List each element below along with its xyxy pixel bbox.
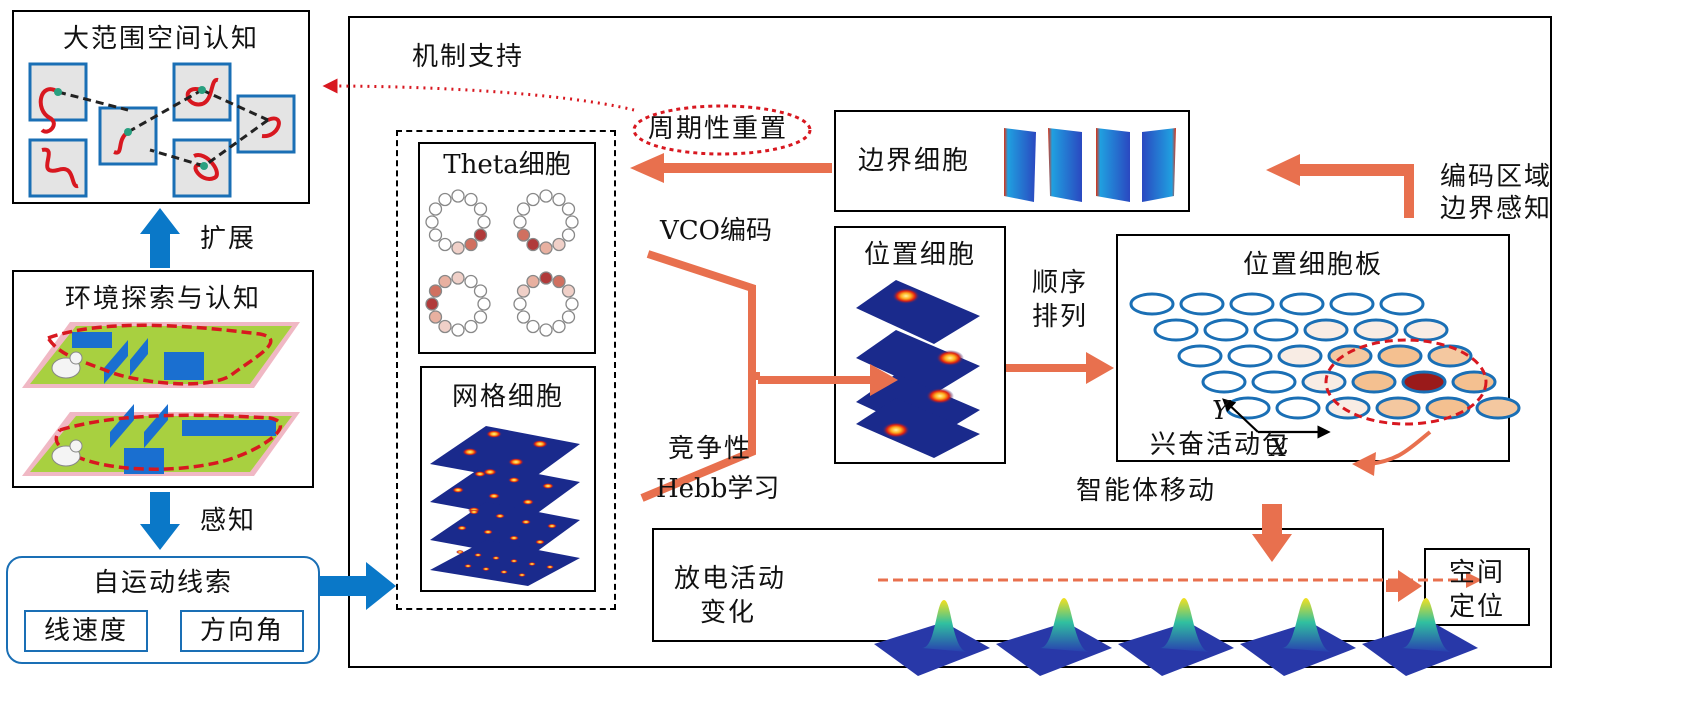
mechanism-label: 机制支持 — [412, 42, 525, 72]
place-cell-sheet-title: 位置细胞板 — [1242, 250, 1383, 280]
self-motion-title: 自运动线索 — [92, 568, 233, 598]
direction-angle-label: 方向角 — [199, 616, 284, 646]
theta-cell-title: Theta细胞 — [443, 150, 571, 180]
to-localization-arrow — [1386, 570, 1422, 602]
theta-rings — [425, 189, 579, 337]
place-cell-layers — [856, 280, 980, 458]
order-label-2: 排列 — [1032, 302, 1089, 332]
main-frame — [348, 16, 1552, 668]
perceive-label: 感知 — [200, 506, 257, 536]
firing-peaks — [874, 598, 1478, 676]
firing-label-2: 变化 — [700, 598, 757, 628]
bump-label: 兴奋活动包 — [1150, 430, 1291, 460]
vco-hebb-connector — [640, 250, 756, 502]
grid-cell-layers — [430, 426, 580, 586]
localization-label-2: 定位 — [1448, 592, 1505, 622]
localization-label-1: 空间 — [1448, 558, 1505, 588]
order-label-1: 顺序 — [1032, 268, 1089, 298]
boundary-to-theta-arrow — [630, 153, 832, 183]
sheet-to-boundary-arrow — [1266, 154, 1414, 218]
boundary-cell-title: 边界细胞 — [858, 146, 971, 176]
linear-speed-label: 线速度 — [43, 616, 128, 646]
firing-label-1: 放电活动 — [674, 564, 787, 594]
y-axis-arrow — [1222, 398, 1259, 433]
boundary-maps — [1004, 128, 1176, 202]
expand-arrow — [140, 208, 180, 268]
encode-label-1: 编码区域 — [1440, 162, 1553, 192]
grid-cell-title: 网格细胞 — [451, 382, 564, 412]
agent-move-label: 智能体移动 — [1076, 476, 1217, 506]
orange-arrows — [630, 153, 1422, 602]
environment-maps — [22, 322, 300, 476]
place-cell-sheet — [1129, 292, 1521, 420]
blue-arrows — [140, 208, 396, 610]
place-cell-title: 位置细胞 — [863, 240, 976, 270]
linear-speed-box — [24, 610, 148, 652]
hebb-label-1: 竞争性 — [668, 434, 753, 464]
agent-move-arrow — [1252, 504, 1292, 562]
activity-bump-ellipse — [1324, 338, 1488, 426]
vco-label: VCO编码 — [660, 216, 772, 246]
bump-pointer — [1369, 430, 1432, 466]
direction-angle-box — [180, 610, 304, 652]
encode-label-2: 边界感知 — [1440, 194, 1553, 224]
mini-map-tiles — [28, 62, 296, 198]
place-to-sheet-arrow — [1006, 352, 1114, 384]
hebb-label-2: Hebb学习 — [656, 474, 780, 504]
spatial-localization-box — [1424, 548, 1530, 626]
y-axis-label: Y — [1212, 396, 1232, 426]
environment-title: 环境探索与认知 — [64, 284, 261, 314]
spatial-cognition-title: 大范围空间认知 — [62, 24, 259, 54]
merge-to-place-arrow — [758, 364, 898, 396]
cell-group-dashed-box — [396, 130, 616, 610]
reset-ellipse — [632, 104, 812, 156]
expand-label: 扩展 — [200, 224, 257, 254]
perceive-arrow — [140, 492, 180, 550]
reset-label: 周期性重置 — [648, 114, 789, 144]
x-axis-label: X — [1270, 434, 1290, 462]
mechanism-arrow — [322, 78, 635, 112]
self-motion-arrow — [320, 562, 396, 610]
